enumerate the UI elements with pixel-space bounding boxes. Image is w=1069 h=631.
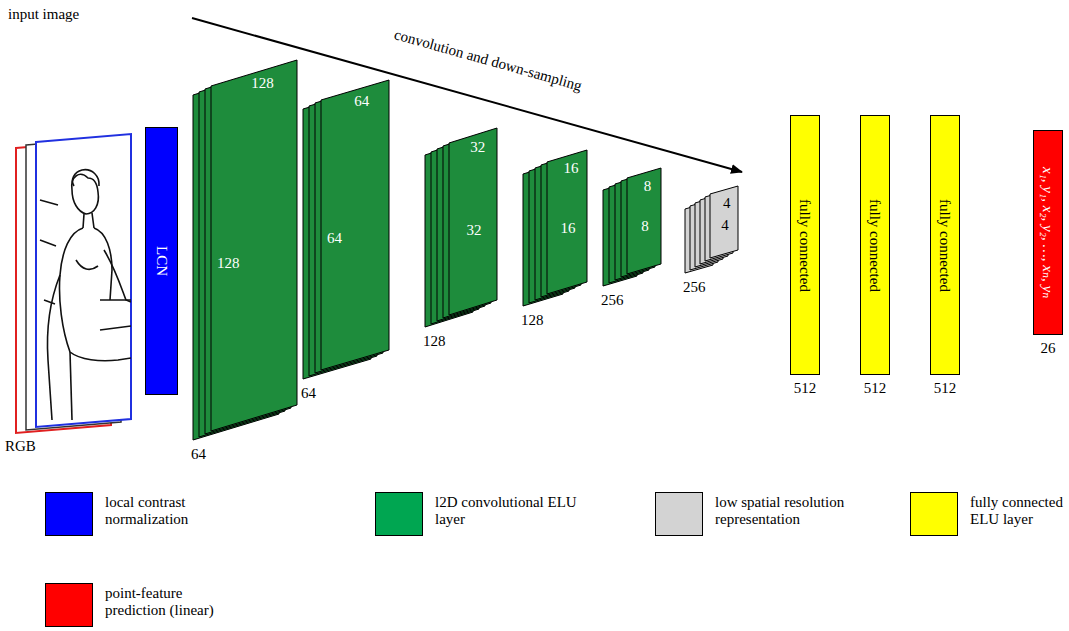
stack-shape xyxy=(301,78,393,405)
legend-swatch xyxy=(45,492,93,536)
map-width: 64 xyxy=(354,93,369,110)
channel-count: 64 xyxy=(301,385,316,402)
figure-label: input image xyxy=(8,6,79,23)
feature-map xyxy=(321,80,389,370)
conv-stack: 8 8 256 xyxy=(601,166,665,312)
channel-count: 128 xyxy=(423,333,446,350)
layer-name: x₁, y₁, x₂, y₂, …, xₙ, yₙ xyxy=(1040,167,1057,298)
legend-swatch xyxy=(910,492,958,536)
stack-shape xyxy=(601,166,665,312)
channel-count: 128 xyxy=(521,312,544,329)
feature-map xyxy=(710,186,738,258)
layer-size: 512 xyxy=(934,380,957,397)
map-height: 8 xyxy=(641,218,649,235)
conv-stack: 16 16 128 xyxy=(521,148,591,332)
layer-name: fully connected xyxy=(797,199,814,292)
blue-channel-frame xyxy=(36,134,131,427)
layer-size: 26 xyxy=(1041,340,1056,357)
layer-name: fully connected xyxy=(937,199,954,292)
fc-layer: fully connected 512 xyxy=(860,115,890,400)
map-height: 16 xyxy=(561,220,576,237)
legend-swatch xyxy=(655,492,703,536)
stack-shape xyxy=(521,148,591,332)
layer-name: fully connected xyxy=(867,199,884,292)
feature-map xyxy=(627,168,661,274)
map-width: 8 xyxy=(644,178,652,195)
map-height: 128 xyxy=(217,255,240,272)
legend-text: local contrast normalization xyxy=(105,494,230,529)
legend-swatch xyxy=(375,492,423,536)
conv-stack: 64 64 64 xyxy=(301,78,393,405)
channel-count: 256 xyxy=(601,292,624,309)
layer-size: 512 xyxy=(864,380,887,397)
legend-swatch xyxy=(45,583,93,627)
conv-stack: 128 128 64 xyxy=(191,58,301,466)
conv-stack: 4 4 256 xyxy=(683,184,742,299)
channel-label: RGB xyxy=(5,438,36,455)
arrow-label: convolution and down-sampling xyxy=(392,26,583,94)
legend-text: point-feature prediction (linear) xyxy=(105,585,230,620)
feature-map xyxy=(449,128,497,315)
map-height: 32 xyxy=(467,222,482,239)
channel-count: 64 xyxy=(191,446,206,463)
feature-map xyxy=(547,150,587,294)
legend-text: fully connected ELU layer xyxy=(970,494,1064,529)
map-height: 4 xyxy=(721,217,729,234)
stack-shape xyxy=(423,126,501,353)
layer-size: 512 xyxy=(794,380,817,397)
layer-name: LCN xyxy=(153,246,170,276)
map-width: 32 xyxy=(470,139,485,156)
map-width: 128 xyxy=(251,75,274,92)
lcn-block: LCN xyxy=(145,127,178,420)
stack-shape xyxy=(191,58,301,466)
legend-text: low spatial resolution representation xyxy=(715,494,860,529)
legend-text: l2D convolutional ELU layer xyxy=(435,494,585,529)
conv-stack: 32 32 128 xyxy=(423,126,501,353)
fc-layer: fully connected 512 xyxy=(930,115,960,400)
map-width: 4 xyxy=(723,195,731,212)
channel-count: 256 xyxy=(683,279,706,296)
map-width: 16 xyxy=(564,160,579,177)
output-block: x₁, y₁, x₂, y₂, …, xₙ, yₙ 26 xyxy=(1033,130,1063,360)
feature-map xyxy=(211,60,297,431)
input-sketch xyxy=(40,170,131,420)
fc-layer: fully connected 512 xyxy=(790,115,820,400)
map-height: 64 xyxy=(327,230,342,247)
